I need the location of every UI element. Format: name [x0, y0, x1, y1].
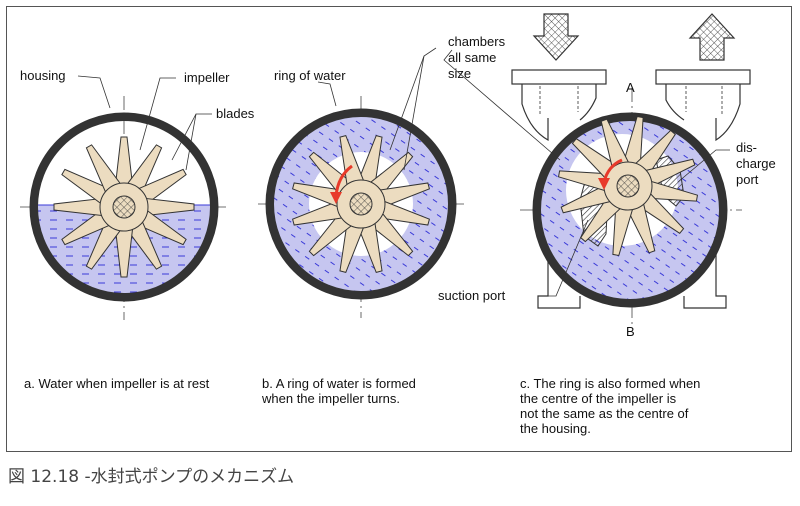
inlet-arrow: [532, 13, 580, 61]
caption-a: a. Water when impeller is at rest: [24, 376, 210, 391]
outlet-arrow: [688, 13, 736, 61]
label-blades: blades: [216, 106, 255, 121]
housing-a: [30, 113, 218, 301]
label-point-a: A: [626, 80, 635, 95]
outlet-flange: [655, 69, 751, 85]
label-point-b: B: [626, 324, 635, 339]
label-ring-of-water: ring of water: [274, 68, 346, 83]
label-discharge-3: port: [736, 172, 759, 187]
label-chambers-1: chambers: [448, 34, 506, 49]
label-housing: housing: [20, 68, 66, 83]
caption-c: c. The ring is also formed when the cent…: [520, 376, 701, 436]
figure-caption: 図 12.18 -水封式ポンプのメカニズム: [8, 467, 295, 487]
panel-c: A B dis- charge port suction port: [438, 13, 776, 339]
label-suction-port: suction port: [438, 288, 506, 303]
inlet-flange: [511, 69, 607, 85]
impeller-a: [53, 136, 195, 278]
panel-b: ring of water chambers all same size: [258, 34, 506, 318]
caption-b: b. A ring of water is formed when the im…: [262, 376, 416, 406]
housing-b: [266, 109, 456, 299]
label-chambers-2: all same: [448, 50, 496, 65]
housing-c: [533, 113, 727, 307]
diagram: housing impeller blades: [20, 13, 776, 339]
label-discharge-2: charge: [736, 156, 776, 171]
figure-frame: [6, 6, 792, 452]
label-impeller: impeller: [184, 70, 230, 85]
impeller-b: [290, 133, 432, 275]
panel-a: housing impeller blades: [20, 68, 255, 320]
label-discharge-1: dis-: [736, 140, 757, 155]
